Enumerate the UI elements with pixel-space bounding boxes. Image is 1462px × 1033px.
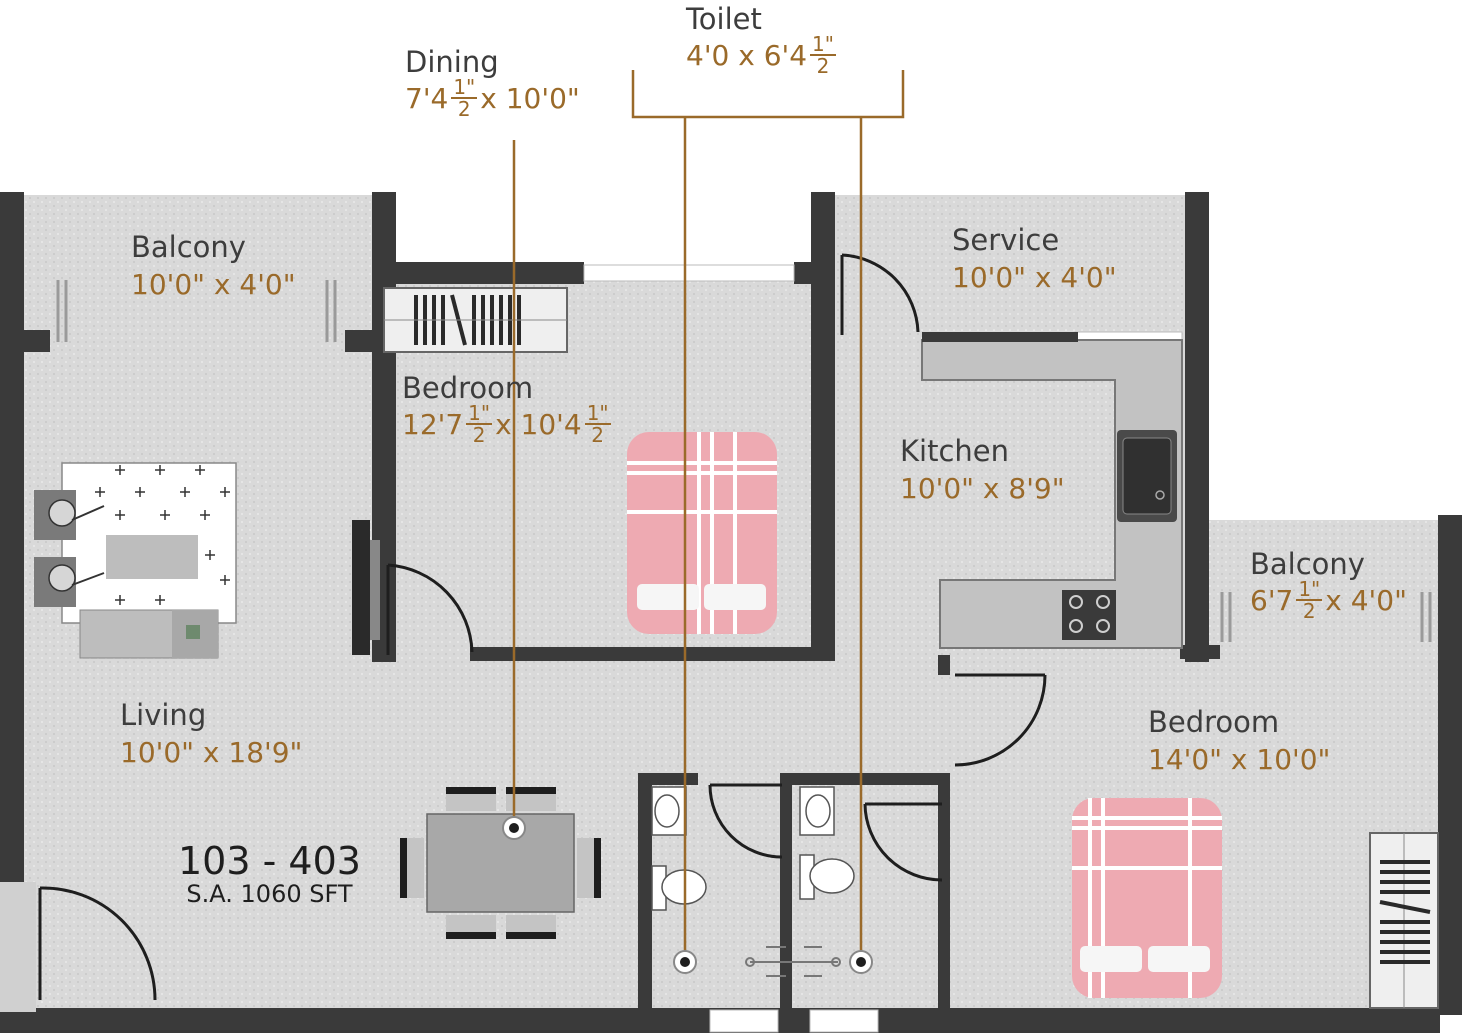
room-name: Toilet <box>686 2 762 36</box>
tv-unit <box>352 520 380 655</box>
kitchen-label: Kitchen 10'0" x 8'9" <box>900 436 1065 504</box>
leader-endpoints <box>502 816 873 974</box>
bed-top <box>627 432 777 634</box>
dining-label: Dining 7'4 1"2 x 10'0" <box>405 45 580 122</box>
room-name: Bedroom <box>402 371 534 405</box>
service-label: Service 10'0" x 4'0" <box>952 225 1117 293</box>
kitchen-counter <box>921 332 1183 649</box>
room-dimension: 10'0" x 4'0" <box>952 261 1117 295</box>
room-name: Balcony <box>131 230 246 264</box>
unit-number: 103 - 403 <box>178 839 361 883</box>
balcony-left-label: Balcony 10'0" x 4'0" <box>131 232 296 300</box>
room-dimension: 12'7 1"2 x 10'4 1"2 <box>402 401 611 448</box>
super-area: S.A. 1060 SFT <box>186 879 353 908</box>
room-dimension: 6'7 1"2 x 4'0" <box>1250 577 1407 624</box>
leader-lines <box>512 70 905 962</box>
room-name: Balcony <box>1250 547 1365 581</box>
living-furniture <box>34 462 237 659</box>
room-dimension: 10'0" x 8'9" <box>900 472 1065 506</box>
shower-controls <box>745 946 841 977</box>
dining-set <box>400 787 601 939</box>
railings <box>56 280 1432 642</box>
fraction: 1"2 <box>451 75 478 122</box>
bedroom-top-label: Bedroom 12'7 1"2 x 10'4 1"2 <box>402 373 614 445</box>
living-label: Living 10'0" x 18'9" <box>120 700 302 768</box>
fraction: 1"2 <box>466 401 493 448</box>
wardrobe-top <box>383 287 568 353</box>
room-name: Living <box>120 698 207 732</box>
room-name: Dining <box>405 45 499 79</box>
unit-info: 103 - 403 S.A. 1060 SFT <box>178 839 361 908</box>
room-name: Service <box>952 223 1060 257</box>
doors <box>38 253 1047 1001</box>
wardrobe-bottom <box>1369 832 1439 1009</box>
room-dimension: 4'0 x 6'4 1"2 <box>686 32 836 79</box>
room-dimension: 14'0" x 10'0" <box>1148 743 1331 777</box>
fraction: 1"2 <box>584 401 611 448</box>
fraction: 1"2 <box>1296 577 1323 624</box>
room-name: Kitchen <box>900 434 1009 468</box>
room-dimension: 10'0" x 4'0" <box>131 268 296 302</box>
room-dimension: 10'0" x 18'9" <box>120 736 303 770</box>
toilet-label: Toilet 4'0 x 6'4 1"2 <box>686 4 839 76</box>
fraction: 1"2 <box>810 32 836 79</box>
bedroom-bottom-label: Bedroom 14'0" x 10'0" <box>1148 707 1330 775</box>
room-name: Bedroom <box>1148 705 1280 739</box>
room-dimension: 7'4 1"2 x 10'0" <box>405 75 580 122</box>
windows <box>583 264 1183 1033</box>
balcony-right-label: Balcony 6'7 1"2 x 4'0" <box>1250 547 1407 624</box>
bed-bottom <box>1072 798 1222 998</box>
